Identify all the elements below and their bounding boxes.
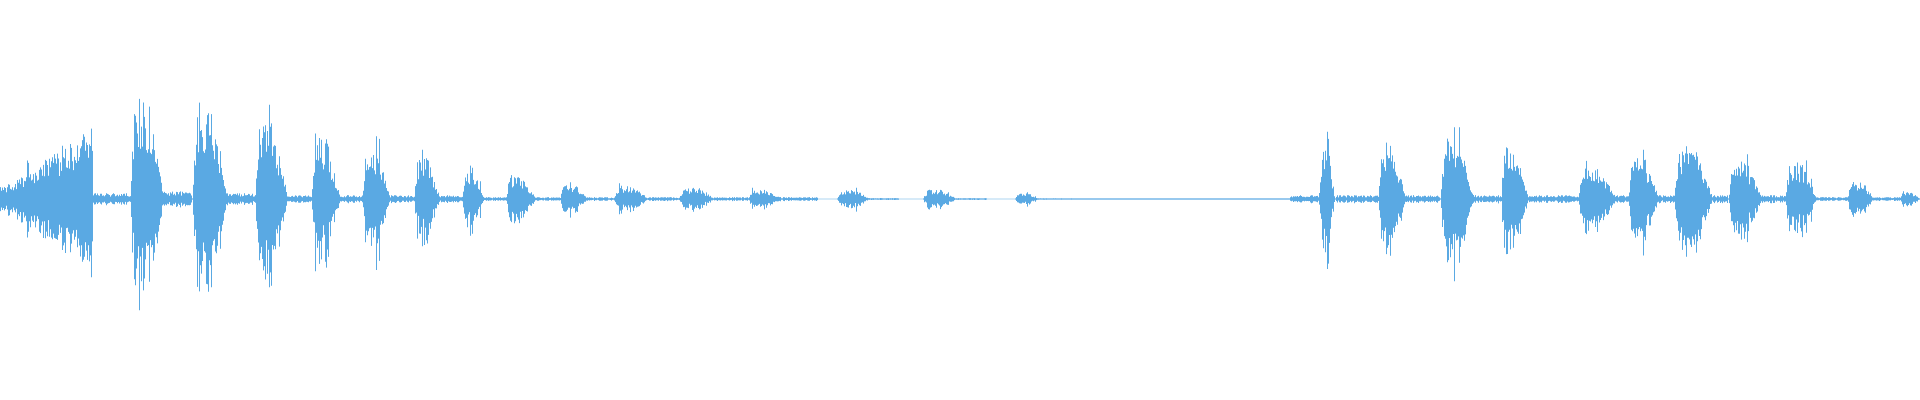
waveform-bars <box>0 98 1920 311</box>
